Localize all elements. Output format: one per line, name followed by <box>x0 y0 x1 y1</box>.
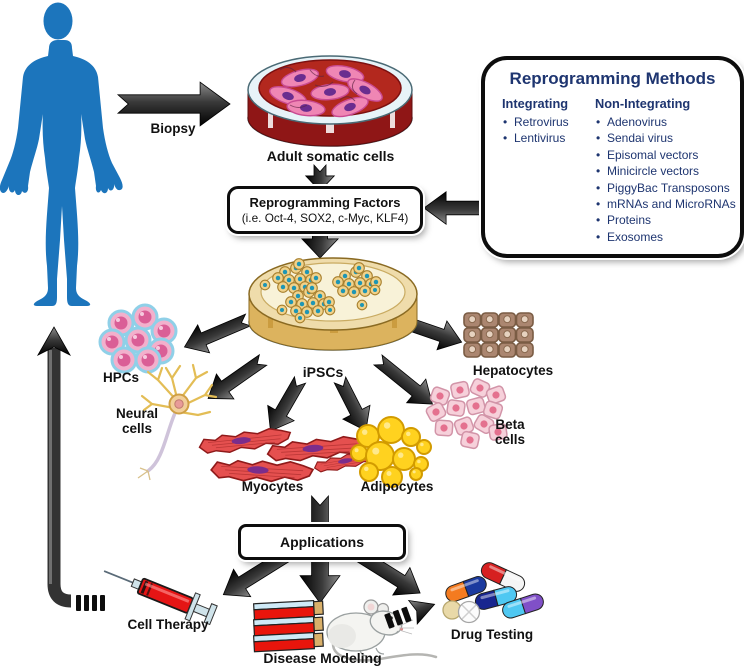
non-integrating-header: Non-Integrating <box>595 96 691 111</box>
feedback-dashes <box>76 595 105 611</box>
non-integrating-column: Non-Integrating Adenovirus Sendai virus … <box>595 96 736 246</box>
pills-illustration <box>442 562 544 624</box>
neural-cells-label: Neural cells <box>115 406 159 437</box>
methods-columns: Integrating Retrovirus Lentivirus Non-In… <box>502 96 736 246</box>
list-item: Minicircle vectors <box>595 163 736 180</box>
drug-dashed-arrow <box>384 599 436 629</box>
feedback-arrow <box>36 326 105 611</box>
list-item: Episomal vectors <box>595 147 736 164</box>
integrating-header: Integrating <box>502 96 569 111</box>
ipsc-dish-illustration <box>248 257 418 351</box>
applications-box: Applications <box>238 524 406 560</box>
human-figure-illustration <box>0 2 123 306</box>
beta-cells-illustration <box>425 378 508 450</box>
myocytes-label: Myocytes <box>241 479 304 494</box>
beta-cells-label: Beta cells <box>494 417 526 448</box>
hpcs-label: HPCs <box>102 370 139 385</box>
syringe-illustration <box>103 570 218 626</box>
non-integrating-list: Adenovirus Sendai virus Episomal vectors… <box>595 114 736 246</box>
adipocytes-illustration <box>350 416 432 488</box>
reprogramming-methods-panel: Reprogramming Methods Integrating Retrov… <box>481 56 744 258</box>
reprogramming-factors-box: Reprogramming Factors (i.e. Oct-4, SOX2,… <box>227 186 423 234</box>
list-item: Adenovirus <box>595 114 736 131</box>
neuron-illustration <box>137 363 218 481</box>
adipocytes-label: Adipocytes <box>360 479 434 494</box>
flasks-illustration <box>252 600 324 653</box>
biopsy-label: Biopsy <box>150 121 196 136</box>
integrating-list: Retrovirus Lentivirus <box>502 114 588 147</box>
reprogramming-factors-subtitle: (i.e. Oct-4, SOX2, c-Myc, KLF4) <box>241 211 409 225</box>
list-item: Sendai virus <box>595 130 736 147</box>
somatic-dish-illustration <box>247 55 413 147</box>
mouse-illustration <box>326 599 438 662</box>
list-item: mRNAs and MicroRNAs <box>595 196 736 213</box>
list-item: Exosomes <box>595 229 736 246</box>
ipscs-label: iPSCs <box>302 364 344 380</box>
list-item: Lentivirus <box>502 130 588 147</box>
adult-somatic-cells-label: Adult somatic cells <box>266 148 395 164</box>
reprogramming-factors-title: Reprogramming Factors <box>249 195 401 210</box>
cell-therapy-label: Cell Therapy <box>127 617 209 632</box>
hpc-illustration <box>98 303 178 374</box>
list-item: Retrovirus <box>502 114 588 131</box>
drug-testing-label: Drug Testing <box>450 627 534 642</box>
disease-modeling-label: Disease Modeling <box>263 650 382 666</box>
hepatocytes-illustration <box>463 312 534 358</box>
reprogramming-methods-title: Reprogramming Methods <box>509 69 716 88</box>
list-item: PiggyBac Transposons <box>595 180 736 197</box>
hepatocytes-label: Hepatocytes <box>472 363 554 378</box>
list-item: Proteins <box>595 212 736 229</box>
integrating-column: Integrating Retrovirus Lentivirus <box>502 96 588 245</box>
